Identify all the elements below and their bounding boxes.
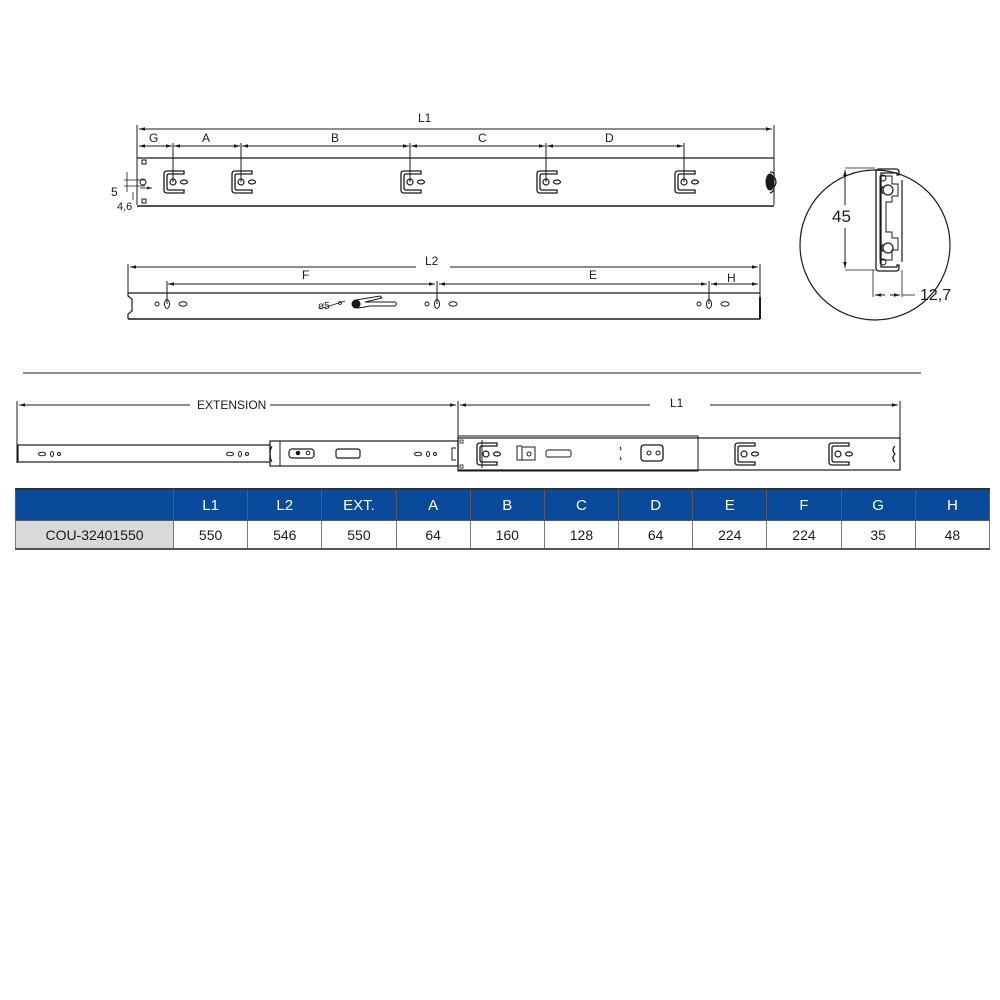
- value-e: 224: [692, 520, 768, 550]
- offset-label-horizontal: 4,6: [117, 201, 132, 213]
- dim-label-h: H: [727, 271, 736, 285]
- value-g: 35: [840, 520, 916, 550]
- cross-section-width-label: 12,7: [920, 287, 951, 304]
- header-b: B: [469, 488, 545, 521]
- spec-table-header-row: L1 L2 EXT. A B C D E F G H: [15, 488, 991, 521]
- value-l1: 550: [172, 520, 249, 550]
- header-a: A: [395, 488, 471, 521]
- header-g: G: [840, 488, 916, 521]
- header-l1: L1: [172, 488, 249, 521]
- inner-rail-view: [127, 264, 761, 320]
- extension-label: EXTENSION: [197, 398, 266, 412]
- outer-rail-top-view: [124, 125, 777, 207]
- header-e: E: [692, 488, 768, 521]
- value-b: 160: [469, 520, 545, 550]
- dim-label-c: C: [478, 131, 487, 145]
- value-l2: 546: [247, 520, 323, 550]
- header-ext: EXT.: [321, 488, 397, 521]
- dim-label-l2: L2: [425, 254, 439, 268]
- value-ext: 550: [321, 520, 397, 550]
- model-code: COU-32401550: [15, 520, 174, 550]
- offset-label-vertical: 5: [111, 185, 118, 199]
- header-d: D: [618, 488, 694, 521]
- header-model: [15, 488, 174, 521]
- dim-label-a: A: [202, 131, 210, 145]
- extended-l1-label: L1: [670, 396, 684, 410]
- table-row: COU-32401550 550 546 550 64 160 128 64 2…: [15, 520, 991, 550]
- value-c: 128: [543, 520, 620, 550]
- dim-label-d: D: [605, 131, 614, 145]
- header-c: C: [543, 488, 620, 521]
- dim-label-l1: L1: [418, 111, 432, 125]
- dim-label-g: G: [149, 131, 158, 145]
- dim-label-b: B: [331, 131, 339, 145]
- header-l2: L2: [247, 488, 323, 521]
- cross-section-height-label: 45: [832, 207, 851, 226]
- hole-diameter-label: ø5: [318, 301, 330, 312]
- dim-label-e: E: [589, 268, 597, 282]
- spec-table: L1 L2 EXT. A B C D E F G H COU-32401550 …: [15, 488, 991, 550]
- extended-slide-view: [16, 401, 901, 472]
- value-h: 48: [914, 520, 991, 550]
- header-f: F: [766, 488, 842, 521]
- cross-section-detail: [799, 167, 951, 321]
- value-a: 64: [395, 520, 471, 550]
- dim-label-f: F: [302, 268, 309, 282]
- value-d: 64: [618, 520, 694, 550]
- technical-drawing: L1 G A B C D 5 4,6 L2 F E H: [16, 111, 951, 472]
- value-f: 224: [766, 520, 842, 550]
- header-h: H: [914, 488, 991, 521]
